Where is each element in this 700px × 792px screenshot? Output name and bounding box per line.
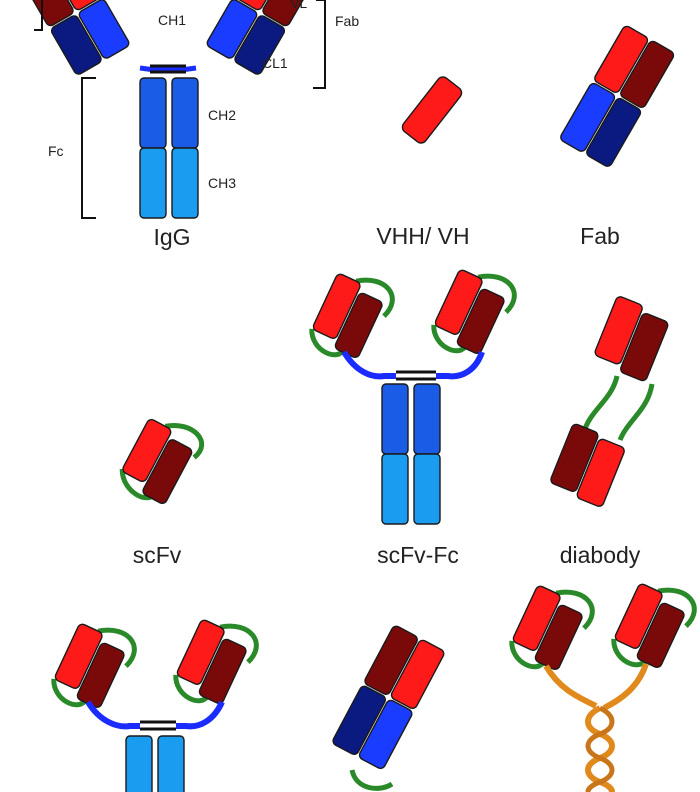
bottom-right-tether-left: [546, 666, 596, 706]
bottom-middle-diagram: [331, 625, 445, 789]
igg-left-arm: [23, 0, 131, 76]
scfv-fc-ch2-left: [382, 384, 408, 454]
bottom-left-scfv-right: [169, 611, 262, 715]
scfv-fc-ch2-right: [414, 384, 440, 454]
igg-ch3-left-domain: [140, 148, 166, 218]
fab-bracket: [313, 0, 325, 88]
ch2-label: CH2: [208, 107, 236, 123]
diabody-top-pair: [591, 295, 671, 382]
scfv-fc-diagram: scFv-Fc: [305, 261, 520, 568]
bottom-right-scfv-right: [607, 575, 700, 679]
vhh-domain: [400, 75, 464, 146]
scfv-fc-right-scfv: [427, 261, 520, 365]
bottom-left-fc-left: [126, 736, 152, 792]
igg-ch2-left-domain: [140, 78, 166, 148]
scfv-fc-ch3-left: [382, 454, 408, 524]
bottom-right-scfv-left: [505, 577, 598, 681]
bottom-left-scfv-left: [47, 615, 140, 719]
scfv-diagram: [115, 410, 207, 512]
vhh-caption: VHH/ VH: [376, 223, 469, 249]
igg-diagram: VL CH1 CL1 CH2 CH3 Fab Fc IgG: [23, 0, 360, 250]
diabody-bottom-pair: [548, 423, 627, 508]
igg-hinge: [140, 68, 196, 70]
diabody-diagram: diabody: [548, 295, 671, 568]
scfv-fc-caption: scFv-Fc: [377, 542, 459, 568]
scfv-fc-right-hinge: [436, 352, 482, 376]
fc-bracket: [82, 78, 96, 218]
fab-caption: Fab: [580, 223, 620, 249]
igg-ch3-right-domain: [172, 148, 198, 218]
scfv-fc-left-scfv: [305, 265, 398, 369]
bottom-middle-linker: [352, 770, 392, 788]
diabody-linker-2: [620, 384, 652, 440]
igg-ch2-right-domain: [172, 78, 198, 148]
scfv-caption: scFv: [133, 542, 182, 568]
ch1-label: CH1: [158, 12, 186, 28]
ch3-label: CH3: [208, 175, 236, 191]
fab-diagram: [559, 25, 675, 168]
igg-caption: IgG: [153, 224, 190, 250]
bottom-left-diagram: [47, 611, 262, 792]
diabody-linker-1: [584, 376, 617, 432]
diabody-caption: diabody: [560, 542, 641, 568]
fab-bracket-label: Fab: [335, 13, 359, 29]
igg-right-arm: [205, 0, 313, 76]
bottom-middle-pair: [331, 625, 445, 771]
scfv-fc-ch3-right: [414, 454, 440, 524]
vl-label: VL: [290, 0, 307, 11]
fc-bracket-label: Fc: [48, 143, 64, 159]
bottom-right-tether-right: [604, 664, 646, 708]
vhh-diagram: VHH/ VH: [376, 75, 469, 249]
bottom-right-diagram: [505, 575, 700, 792]
bottom-left-hinge-right: [176, 702, 222, 726]
cl1-label: CL1: [262, 55, 288, 71]
bottom-left-fc-right: [158, 736, 184, 792]
